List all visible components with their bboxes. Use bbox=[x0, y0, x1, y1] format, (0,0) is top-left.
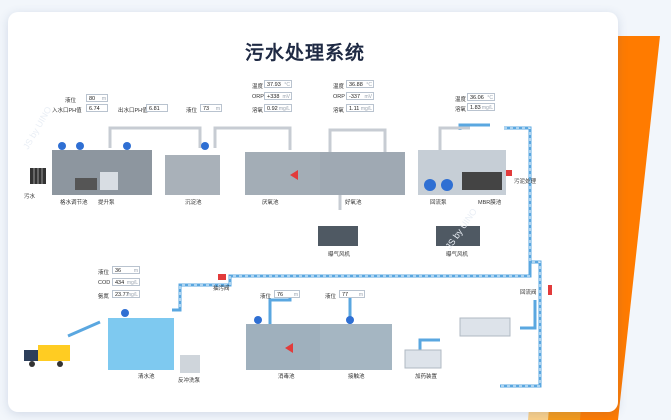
lift-pump-motor bbox=[75, 178, 97, 190]
readout-cod-label: COD bbox=[98, 280, 111, 286]
readout-inlet-ph: 6.74 bbox=[86, 104, 108, 112]
pump-valve-icon[interactable] bbox=[218, 274, 226, 280]
readout-temp-2-label: 温度 bbox=[333, 84, 345, 90]
dosing-device bbox=[404, 349, 442, 369]
recycle-pump-icon bbox=[424, 179, 436, 191]
blower-1 bbox=[318, 226, 358, 246]
anaerobic-pool bbox=[245, 152, 320, 195]
readout-temp-3: 36.06°C bbox=[467, 93, 495, 101]
label-sediment-pool: 沉淀池 bbox=[185, 200, 202, 206]
label-reflux-valve: 回流阀 bbox=[520, 290, 537, 296]
readout-level-5-label: 液位 bbox=[325, 294, 337, 300]
label-aerobic-pool: 好氧池 bbox=[345, 200, 362, 206]
label-sewage-treatment: 污泥处理 bbox=[514, 179, 537, 185]
label-clear-pool: 清水池 bbox=[138, 374, 155, 380]
readout-inlet-ph-label: 入水口PH值 bbox=[52, 108, 82, 114]
alarm-indicator bbox=[506, 170, 512, 176]
readout-temp-1-label: 温度 bbox=[252, 84, 264, 90]
readout-temp-3-label: 温度 bbox=[455, 97, 467, 103]
sensor-icons bbox=[58, 142, 354, 324]
lift-pump bbox=[100, 172, 118, 190]
readout-orp-1-label: ORP bbox=[252, 94, 264, 100]
dosing-device-2 bbox=[459, 317, 511, 337]
mixer-icon bbox=[290, 170, 298, 180]
page-title: 污水处理系统 bbox=[244, 43, 365, 64]
aerobic-pool bbox=[320, 152, 405, 195]
label-discharge-pump: 反冲洗泵 bbox=[178, 378, 201, 384]
contact-pool bbox=[320, 324, 392, 370]
discharge-pump bbox=[180, 355, 200, 373]
sewage-inlet bbox=[30, 168, 46, 184]
readout-level-3-label: 液位 bbox=[98, 270, 110, 276]
readout-ammonia-label: 氨氮 bbox=[98, 294, 110, 300]
readout-level-1-label: 液位 bbox=[65, 98, 77, 104]
pipe-flow bbox=[179, 127, 541, 387]
readout-outlet-ph-label: 出水口PH值 bbox=[118, 108, 148, 114]
label-sewage: 污水 bbox=[24, 194, 36, 200]
readout-level-4-label: 液位 bbox=[260, 294, 272, 300]
air-pipes bbox=[108, 126, 470, 210]
label-blower-1: 曝气风机 bbox=[328, 252, 351, 258]
label-anaerobic-pool: 厌氧池 bbox=[262, 200, 279, 206]
label-mbr: MBR膜池 bbox=[478, 200, 502, 206]
sediment-pool bbox=[165, 155, 220, 195]
label-dosing: 加药装置 bbox=[415, 374, 438, 380]
blower-2 bbox=[436, 226, 480, 246]
truck-icon bbox=[24, 345, 70, 367]
readout-do-3-label: 溶氧 bbox=[455, 107, 467, 113]
readout-temp-1: 37.93°C bbox=[264, 80, 292, 88]
readout-do-2-label: 溶氧 bbox=[333, 108, 345, 114]
readout-outlet-ph: 6.81 bbox=[146, 104, 168, 112]
label-regulating-pool: 格水调节池 bbox=[60, 200, 88, 206]
readout-temp-2: 36.88°C bbox=[346, 80, 374, 88]
label-disinfection: 消毒池 bbox=[278, 374, 295, 380]
readout-orp-2-label: ORP bbox=[333, 94, 345, 100]
disinfection-pool bbox=[246, 324, 320, 370]
truck-pipe bbox=[67, 320, 101, 338]
reflux-valve-icon[interactable] bbox=[548, 285, 552, 295]
label-blower-2: 曝气风机 bbox=[446, 252, 469, 258]
mbr-module bbox=[462, 172, 502, 190]
label-recycle: 回流泵 bbox=[430, 200, 447, 206]
watermark-1: JS by UINO bbox=[21, 105, 53, 151]
clear-pool bbox=[108, 318, 174, 370]
readout-level-2-label: 液位 bbox=[186, 108, 198, 114]
readout-do-1-label: 溶氧 bbox=[252, 108, 264, 114]
recycle-pump-icon-2 bbox=[441, 179, 453, 191]
mixer-icon-2 bbox=[285, 343, 293, 353]
label-pump-valve: 抽污阀 bbox=[213, 286, 230, 292]
label-contact: 接触池 bbox=[348, 374, 365, 380]
label-lift-pump: 提升泵 bbox=[98, 200, 115, 206]
